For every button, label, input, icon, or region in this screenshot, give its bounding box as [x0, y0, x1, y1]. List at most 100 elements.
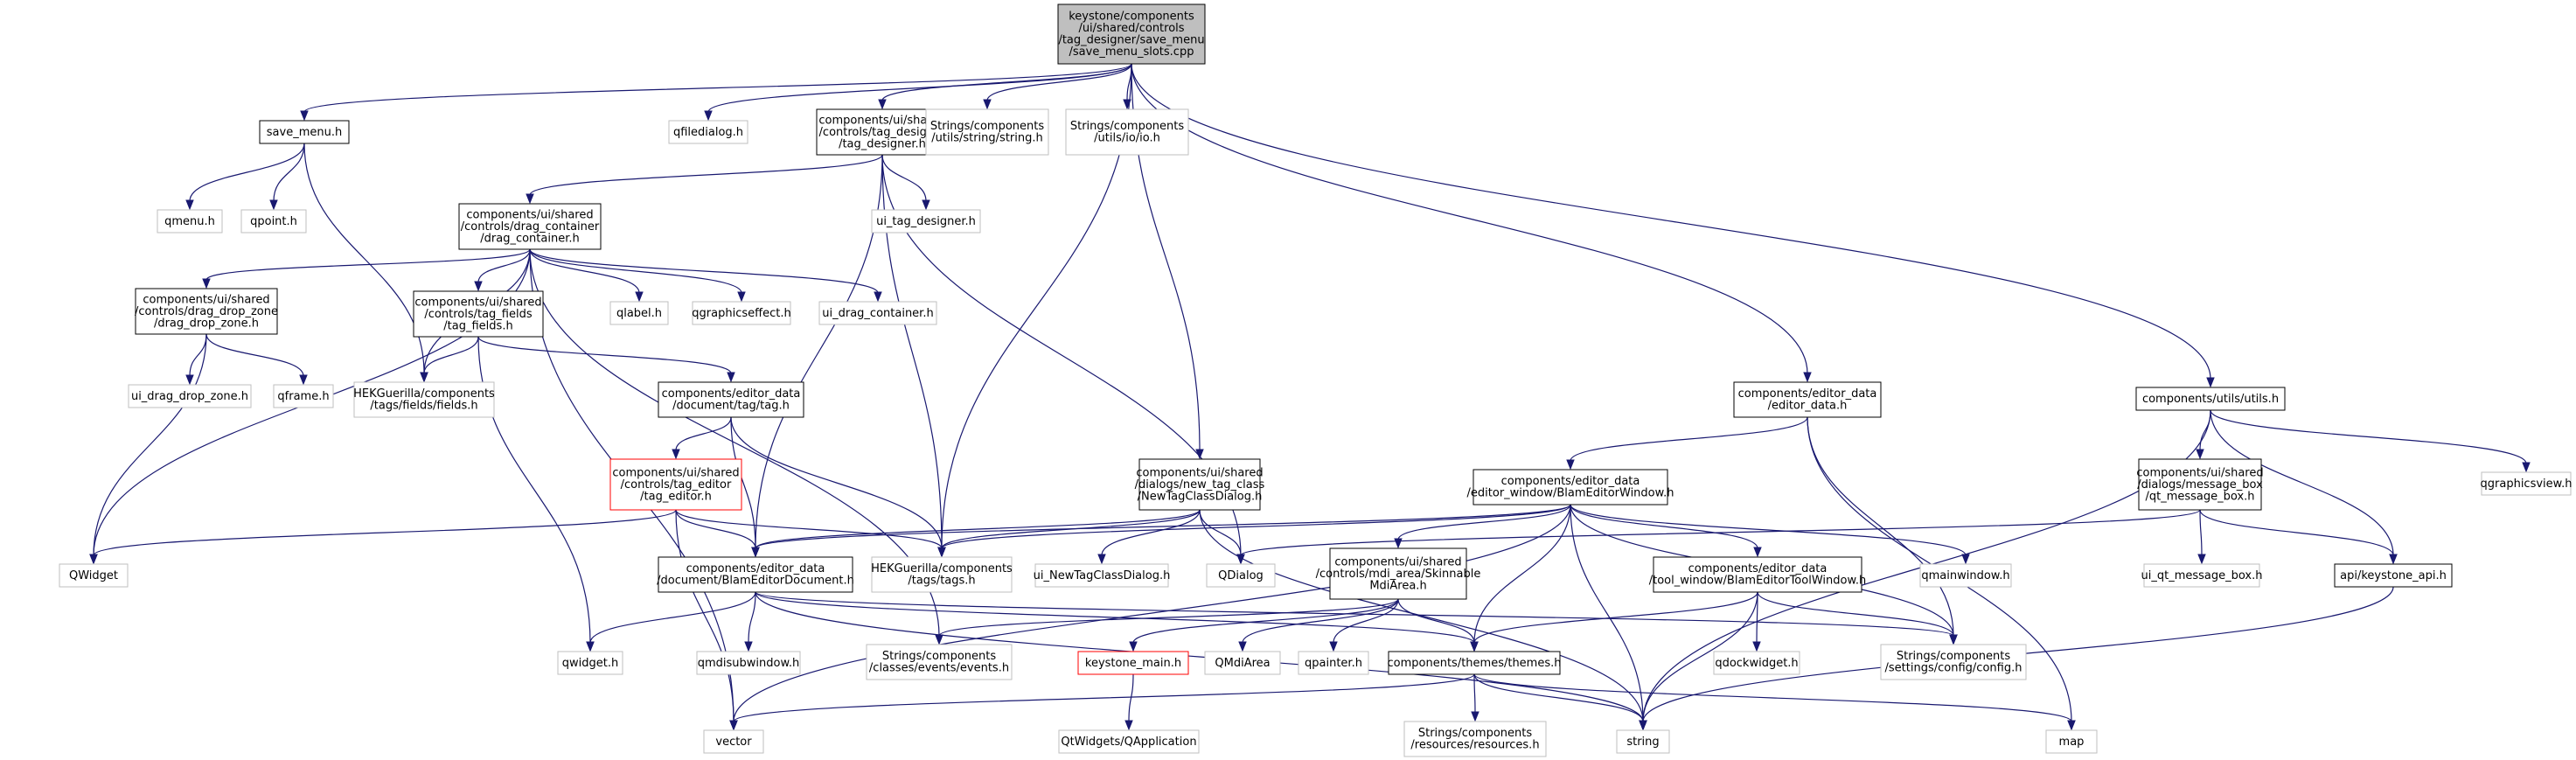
include-edge-tag_fields_h-to-fields_h: [420, 336, 479, 383]
node-qmdisubwindow-h: qmdisubwindow.h: [696, 651, 801, 675]
node-label: ui_NewTagClassDialog.h: [1034, 569, 1171, 582]
node-label: components/ui/shared: [1334, 555, 1461, 568]
node-themes-h[interactable]: components/themes/themes.h: [1388, 651, 1562, 675]
include-edge-blam_editor_window_h-to-qmainwindow_h: [1570, 504, 1970, 565]
node-label: /tag_fields.h: [443, 319, 512, 332]
node-label: ui_qt_message_box.h: [2141, 569, 2263, 582]
node-keystone-api-h[interactable]: api/keystone_api.h: [2334, 563, 2453, 588]
node-label: keystone/components: [1069, 10, 1194, 24]
include-edge-blam_editor_document_h-to-themes_h: [755, 591, 1479, 652]
node-qgraphicsview-h: qgraphicsview.h: [2481, 471, 2572, 496]
node-label: Strings/components: [882, 650, 996, 663]
node-blam-editor-tool-window-h[interactable]: components/editor_data/tool_window/BlamE…: [1649, 556, 1867, 593]
node-label: /controls/tag_designer: [819, 126, 947, 139]
include-edge-root-to-tag_designer_h: [878, 63, 1132, 110]
include-edge-blam_editor_document_h-to-qwidget_h: [586, 591, 756, 652]
include-edge-drag_container_h-to-ui_drag_container_h: [529, 248, 882, 303]
include-edge-themes_h-to-map: [1473, 673, 2076, 731]
node-label: vector: [715, 736, 752, 749]
include-edge-root-to-utils_h: [1131, 63, 2215, 388]
node-qwidget-cap: QWidget: [59, 563, 129, 588]
node-tag-editor-h[interactable]: components/ui/shared/controls/tag_editor…: [609, 458, 742, 511]
node-blam-editor-window-h[interactable]: components/editor_data/editor_window/Bla…: [1467, 469, 1674, 506]
node-tags-h: HEKGuerilla/components/tags/tags.h: [871, 556, 1013, 593]
node-editor-data-h[interactable]: components/editor_data/editor_data.h: [1733, 381, 1882, 418]
node-qt-message-box-h[interactable]: components/ui/shared/dialogs/message_box…: [2136, 458, 2264, 511]
node-qwidget-h: qwidget.h: [557, 651, 623, 675]
node-label: qlabel.h: [616, 307, 662, 320]
node-label: /dialogs/new_tag_class: [1135, 478, 1265, 492]
node-label: Strings/components: [930, 120, 1044, 133]
node-keystone-main-h[interactable]: keystone_main.h: [1077, 651, 1189, 675]
node-io-h: Strings/components/utils/io/io.h: [1065, 108, 1189, 156]
node-drag-drop-zone-h[interactable]: components/ui/shared/controls/drag_drop_…: [135, 288, 278, 335]
include-edge-editor_data_h-to-blam_editor_window_h: [1566, 416, 1808, 471]
include-edge-blam_editor_window_h-to-blam_editor_tool_window_h: [1570, 504, 1762, 558]
node-qdialog: QDialog: [1206, 563, 1276, 588]
node-label: components/editor_data: [686, 562, 825, 575]
node-label: /tag_editor.h: [640, 490, 712, 503]
node-label: components/editor_data: [662, 387, 801, 401]
node-blam-editor-document-h[interactable]: components/editor_data/document/BlamEdit…: [657, 556, 854, 593]
include-edge-qt_message_box_h-to-qdialog: [1236, 509, 2201, 565]
node-label: /controls/drag_container: [461, 220, 600, 234]
include-edge-blam_editor_window_h-to-blam_editor_document_h: [751, 504, 1571, 558]
node-label: QWidget: [69, 569, 118, 582]
node-save-menu-h[interactable]: save_menu.h: [259, 120, 350, 144]
node-label: qdockwidget.h: [1715, 657, 1798, 670]
node-label: /editor_window/BlamEditorWindow.h: [1467, 487, 1674, 500]
node-label: /settings/config/config.h: [1885, 662, 2023, 675]
node-label: ui_drag_container.h: [822, 307, 933, 320]
node-label: /document/BlamEditorDocument.h: [657, 575, 854, 588]
node-label: qgraphicseffect.h: [692, 307, 790, 320]
node-label: /controls/drag_drop_zone: [135, 305, 278, 318]
node-label: components/editor_data: [1501, 475, 1640, 488]
node-label: components/ui/shared: [1136, 466, 1263, 479]
node-qmenu-h: qmenu.h: [157, 209, 223, 234]
node-label: /controls/tag_editor: [621, 478, 732, 492]
node-label: qmainwindow.h: [1921, 569, 2009, 582]
node-label: /drag_drop_zone.h: [154, 317, 259, 330]
node-label: components/editor_data: [1738, 387, 1877, 401]
node-label: /utils/io/io.h: [1094, 132, 1160, 145]
node-label: components/editor_data: [1688, 562, 1828, 575]
node-label: components/ui/shared: [612, 466, 739, 479]
include-edge-root-to-string_h: [983, 63, 1132, 110]
node-label: Strings/components: [1897, 650, 2010, 663]
include-edge-root-to-editor_data_h: [1131, 63, 1812, 383]
node-label: components/themes/themes.h: [1388, 657, 1562, 670]
node-label: components/utils/utils.h: [2142, 393, 2279, 406]
node-utils-h[interactable]: components/utils/utils.h: [2135, 387, 2286, 411]
node-label: qpainter.h: [1305, 657, 1362, 670]
node-drag-container-h[interactable]: components/ui/shared/controls/drag_conta…: [458, 203, 602, 250]
node-qpoint-h: qpoint.h: [240, 209, 307, 234]
node-new-tag-class-h[interactable]: components/ui/shared/dialogs/new_tag_cla…: [1135, 458, 1265, 511]
node-skinnable-mdi-h[interactable]: components/ui/shared/controls/mdi_area/S…: [1316, 547, 1481, 600]
include-edge-save_menu_h-to-qpoint_h: [269, 143, 305, 211]
node-root[interactable]: keystone/components/ui/shared/controls/t…: [1057, 3, 1206, 65]
node-label: components/ui/shared: [143, 293, 269, 306]
include-edge-themes_h-to-resources_h: [1471, 673, 1479, 722]
include-edge-tag_fields_h-to-qwidget_h: [477, 336, 595, 652]
node-tag-h[interactable]: components/editor_data/document/tag/tag.…: [658, 381, 804, 418]
include-edge-tag_designer_h-to-blam_editor_document_h: [751, 154, 883, 558]
include-edge-tag_designer_h-to-drag_container_h: [526, 154, 883, 205]
node-qframe-h: qframe.h: [273, 384, 334, 408]
node-label: /utils/string/string.h: [931, 132, 1042, 145]
node-label: /tags/tags.h: [908, 575, 975, 588]
node-ui-drag-drop-zone-h: ui_drag_drop_zone.h: [128, 384, 252, 408]
node-label: /tool_window/BlamEditorToolWindow.h: [1649, 575, 1867, 588]
node-resources-h: Strings/components/resources/resources.h: [1403, 721, 1547, 757]
node-label: qpoint.h: [250, 215, 297, 228]
node-label: /controls/mdi_area/Skinnable: [1316, 568, 1481, 581]
node-tag-fields-h[interactable]: components/ui/shared/controls/tag_fields…: [413, 290, 544, 338]
node-label: keystone_main.h: [1085, 657, 1181, 670]
include-edge-drag_container_h-to-qlabel_h: [529, 248, 644, 303]
node-label: /controls/tag_fields: [424, 308, 532, 321]
node-label: qmenu.h: [164, 215, 215, 228]
node-label: QDialog: [1218, 569, 1264, 582]
node-label: qmdisubwindow.h: [698, 657, 800, 670]
node-label: Strings/components: [1070, 120, 1184, 133]
include-edge-tag_editor_h-to-qwidget_cap: [89, 509, 677, 565]
